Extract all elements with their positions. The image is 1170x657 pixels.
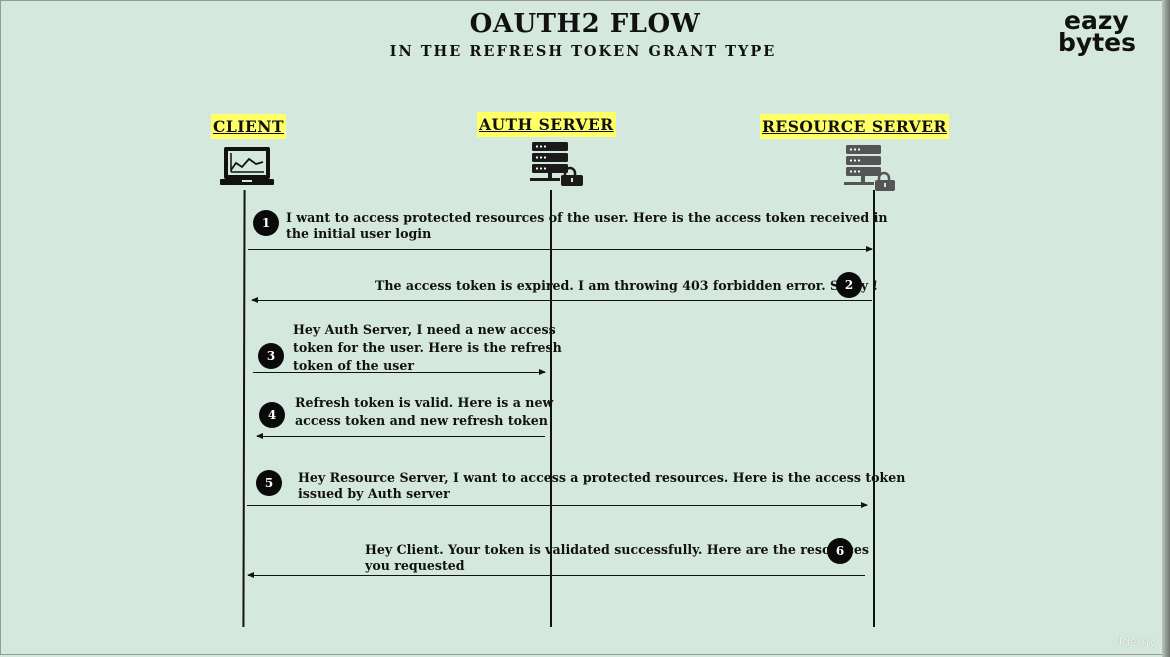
step-3-line-3: token of the user <box>293 358 414 373</box>
step-4-line-1: Refresh token is valid. Here is a new <box>295 395 554 410</box>
step-5-line-2: issued by Auth server <box>298 486 450 501</box>
client-lifeline <box>242 189 246 628</box>
logo-line-1: eazy <box>1064 6 1129 35</box>
step-3-arrow <box>253 369 546 375</box>
udemy-watermark: Udemy <box>1113 635 1156 649</box>
step-2-badge: 2 <box>836 272 862 298</box>
step-1-line-2: the initial user login <box>286 226 432 241</box>
step-6-line-2: you requested <box>365 558 465 573</box>
step-6-line-1: Hey Client. Your token is validated succ… <box>365 542 869 557</box>
step-3-badge: 3 <box>258 343 284 369</box>
step-3-line-2: token for the user. Here is the refresh <box>293 340 562 355</box>
step-5-arrow <box>247 502 868 508</box>
window-edge <box>1162 0 1170 657</box>
resource-server-lifeline <box>873 190 875 627</box>
laptop-icon <box>220 146 274 192</box>
step-6-message: Hey Client. Your token is validated succ… <box>365 542 869 574</box>
actor-label-client: CLIENT <box>211 114 287 139</box>
actor-label-resource-server: RESOURCE SERVER <box>760 114 949 139</box>
server-lock-icon <box>530 142 586 191</box>
actor-label-auth-server: AUTH SERVER <box>477 112 616 137</box>
step-1-badge: 1 <box>253 210 279 236</box>
step-3-line-1: Hey Auth Server, I need a new access <box>293 322 556 337</box>
step-4-arrow <box>256 433 545 439</box>
step-2-line-1: The access token is expired. I am throwi… <box>375 278 879 293</box>
step-1-message: I want to access protected resources of … <box>286 210 888 242</box>
eazybytes-logo: eazy bytes <box>1058 6 1148 57</box>
logo-line-2: bytes <box>1058 28 1136 57</box>
step-6-badge: 6 <box>827 538 853 564</box>
step-6-arrow <box>247 572 865 578</box>
step-5-message: Hey Resource Server, I want to access a … <box>298 470 905 502</box>
step-2-message: The access token is expired. I am throwi… <box>375 278 878 294</box>
auth-server-lifeline <box>550 190 552 627</box>
diagram-subtitle: IN THE REFRESH TOKEN GRANT TYPE <box>389 43 777 60</box>
step-5-badge: 5 <box>256 470 282 496</box>
step-3-message: Hey Auth Server, I need a new access tok… <box>293 321 562 375</box>
step-2-arrow <box>251 297 872 303</box>
server-lock-icon <box>843 144 899 196</box>
step-4-line-2: access token and new refresh token <box>295 413 548 428</box>
step-1-arrow <box>248 246 873 252</box>
step-1-line-1: I want to access protected resources of … <box>286 210 888 225</box>
step-4-badge: 4 <box>259 402 285 428</box>
diagram-title: OAUTH2 FLOW <box>469 9 701 39</box>
step-4-message: Refresh token is valid. Here is a new ac… <box>295 394 553 430</box>
step-5-line-1: Hey Resource Server, I want to access a … <box>298 470 906 485</box>
